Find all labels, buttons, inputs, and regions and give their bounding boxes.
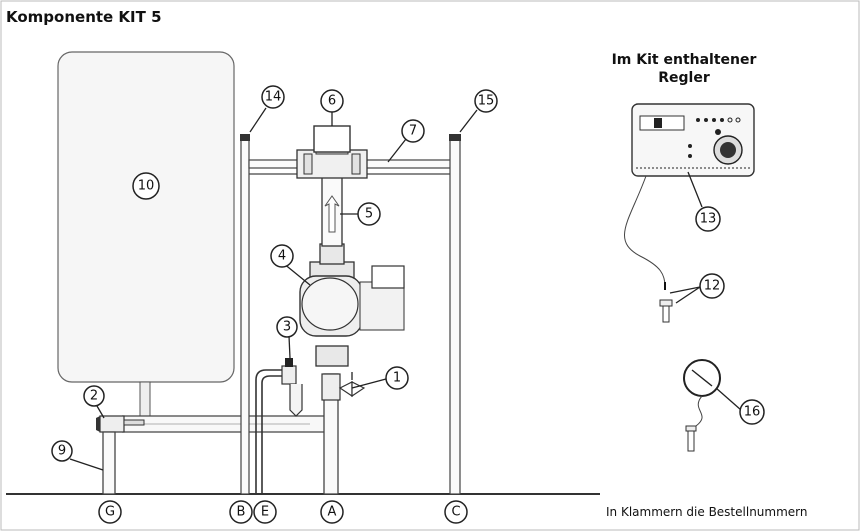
lower-union [315, 345, 349, 367]
callout-6: 6 [320, 89, 344, 113]
callout-7: 7 [401, 119, 425, 143]
leader-9 [69, 458, 104, 471]
thermometer [683, 359, 721, 452]
svg-text:1: 1 [393, 371, 401, 386]
callout-12: 12 [699, 273, 725, 299]
svg-text:5: 5 [365, 207, 373, 222]
pipe-c [449, 139, 461, 495]
svg-text:E: E [261, 505, 269, 520]
callout-16: 16 [739, 399, 765, 425]
svg-text:10: 10 [138, 179, 155, 194]
pipe-b [240, 139, 250, 495]
pipe-e-outer [255, 369, 282, 494]
connection-b: B [229, 500, 253, 524]
callout-10: 10 [132, 172, 160, 200]
sensor-probe [659, 299, 673, 323]
leader-2 [96, 405, 105, 419]
leader-16 [715, 387, 742, 411]
controller-title-line1: Im Kit enthaltener [612, 52, 757, 68]
svg-text:9: 9 [58, 444, 66, 459]
callout-2: 2 [83, 385, 105, 407]
leader-13 [687, 171, 703, 208]
leader-4 [282, 262, 311, 286]
callout-13: 13 [695, 206, 721, 232]
mixing-valve [296, 125, 368, 179]
controller-unit [631, 103, 755, 177]
callout-5: 5 [357, 202, 381, 226]
callout-1: 1 [385, 366, 409, 390]
top-pipe-left [248, 159, 300, 169]
svg-text:7: 7 [409, 124, 417, 139]
storage-tank [57, 51, 235, 383]
circulation-pump [299, 261, 405, 337]
pipe-e-inner [261, 375, 282, 494]
pipe-g [102, 431, 116, 495]
svg-text:13: 13 [700, 212, 717, 227]
tank-outlet-stub [139, 381, 151, 419]
leader-12a [669, 286, 701, 294]
svg-text:3: 3 [283, 320, 291, 335]
svg-text:6: 6 [328, 94, 336, 109]
diagram-title: Komponente KIT 5 [6, 8, 162, 26]
svg-text:C: C [451, 505, 460, 520]
leader-7 [387, 138, 407, 163]
footer-note: In Klammern die Bestellnummern [606, 505, 808, 519]
callout-9: 9 [51, 440, 73, 462]
svg-text:12: 12 [704, 279, 721, 294]
svg-text:14: 14 [265, 90, 282, 105]
connection-c: C [444, 500, 468, 524]
leader-12b [675, 286, 701, 304]
svg-text:2: 2 [90, 389, 98, 404]
connection-e: E [253, 500, 277, 524]
callout-14: 14 [261, 85, 285, 109]
svg-text:A: A [328, 505, 337, 520]
ball-valve [338, 372, 366, 398]
callout-3: 3 [276, 316, 298, 338]
svg-text:15: 15 [478, 94, 495, 109]
drain-valve [96, 415, 145, 433]
top-pipe-right [363, 159, 455, 169]
leader-3 [288, 335, 291, 359]
safety-valve [281, 358, 303, 417]
controller-title-line2: Regler [658, 70, 710, 86]
cap-14 [240, 134, 250, 141]
pipe-a-fitting [321, 373, 341, 401]
connection-a: A [320, 500, 344, 524]
svg-text:G: G [105, 505, 115, 520]
callout-15: 15 [474, 89, 498, 113]
leader-14 [249, 107, 267, 133]
upper-union [319, 243, 345, 265]
callout-4: 4 [270, 244, 294, 268]
svg-text:16: 16 [744, 405, 761, 420]
leader-1 [351, 378, 387, 389]
flow-arrow [324, 195, 340, 233]
connection-g: G [98, 500, 122, 524]
leader-15 [459, 109, 478, 133]
svg-text:B: B [237, 505, 246, 520]
cap-15 [449, 134, 461, 141]
svg-text:4: 4 [278, 249, 286, 264]
sensor-cable [624, 175, 666, 291]
